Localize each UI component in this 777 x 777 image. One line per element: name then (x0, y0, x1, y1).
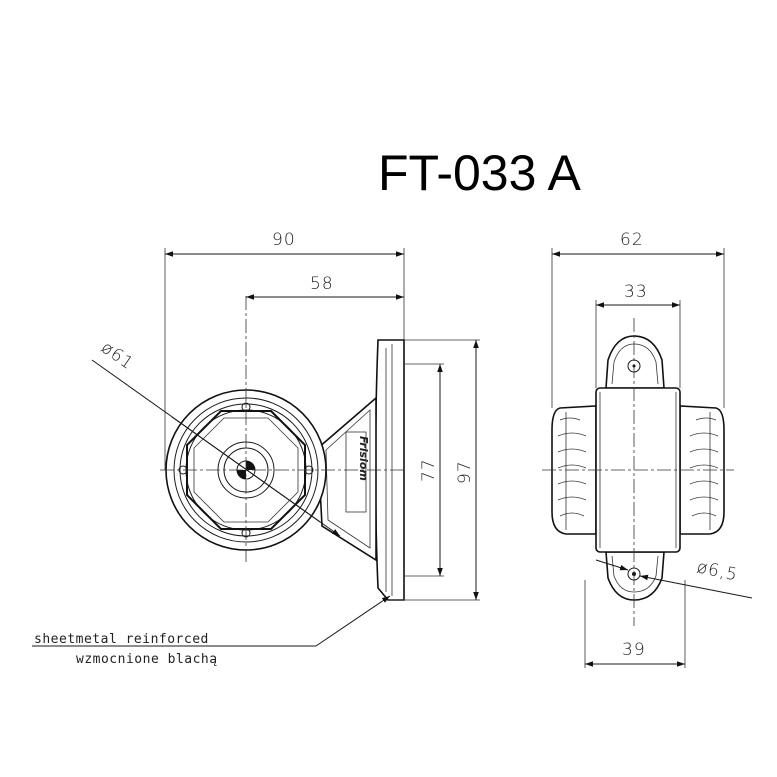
front-view: 62 33 39 ø6,5 (542, 230, 753, 668)
dim-62: 62 (620, 230, 644, 250)
drawing-title: FT-033 A (378, 145, 582, 201)
note-polish: wzmocnione blachą (76, 652, 218, 667)
dim-diameter-6-5: ø6,5 (695, 557, 740, 585)
dim-97: 97 (455, 460, 475, 484)
dim-58: 58 (310, 274, 334, 294)
note-english: sheetmetal reinforced (34, 632, 209, 647)
dim-39: 39 (622, 640, 646, 660)
lamp-octagon (186, 410, 306, 530)
dim-diameter-61: ø61 (97, 338, 137, 374)
dim-90: 90 (272, 230, 296, 250)
brand-label-box (345, 431, 367, 513)
dim-33: 33 (624, 282, 648, 302)
dim-77: 77 (419, 458, 439, 482)
side-view: Frisiom 90 58 (32, 230, 480, 667)
brand-label: Frisiom (357, 436, 370, 481)
